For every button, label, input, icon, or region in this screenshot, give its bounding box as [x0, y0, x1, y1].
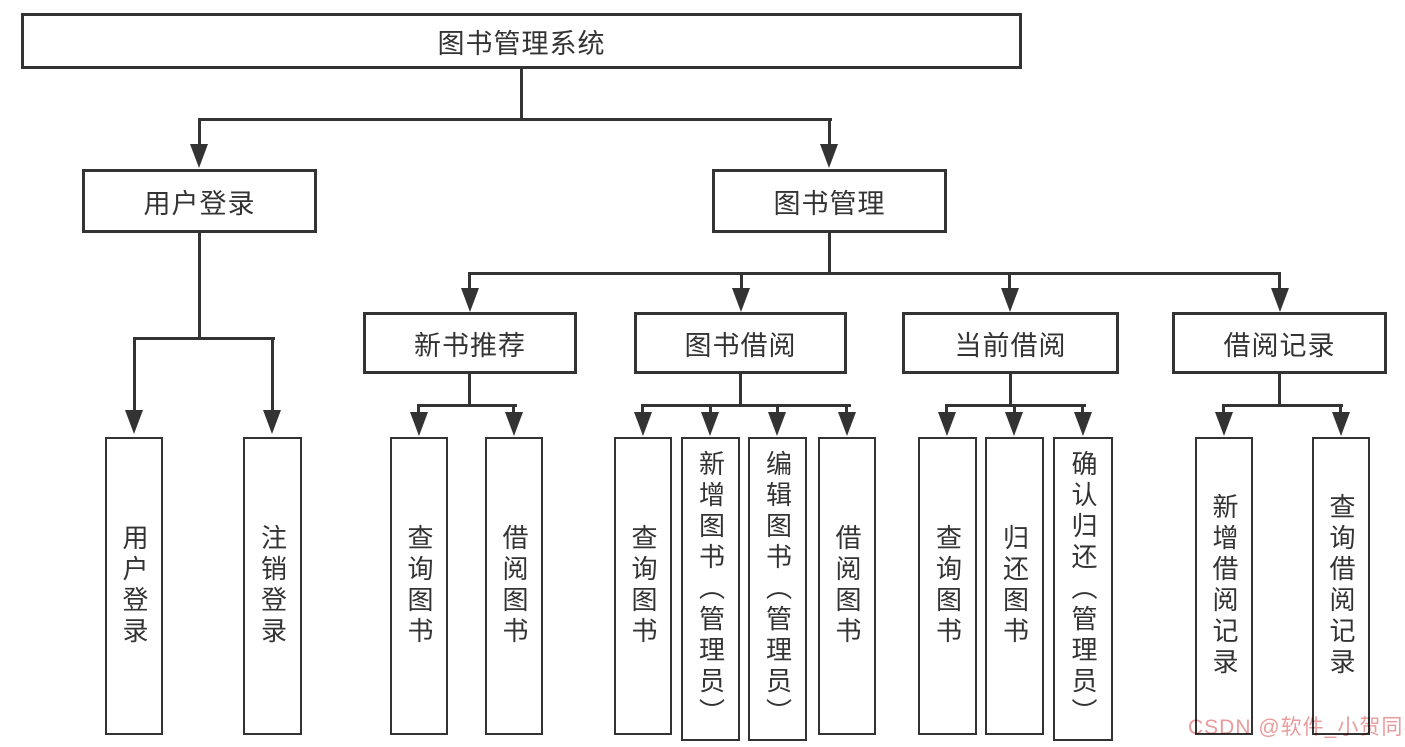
node-root: 图书管理系统 [21, 13, 1022, 69]
connector-arrow [461, 288, 479, 312]
connector-arrow [1005, 412, 1023, 436]
node-user-login: 用户登录 [82, 169, 317, 233]
node-borrow-record-label: 借阅记录 [1223, 330, 1336, 361]
connector-arrow [938, 412, 956, 436]
connector-line [740, 272, 743, 292]
connector-line [1008, 272, 1011, 292]
connector-arrow [820, 144, 838, 168]
leaf-return-book-label: 归还图书 [999, 524, 1030, 648]
connector-arrow [1074, 412, 1092, 436]
connector-line [1339, 404, 1342, 414]
connector-line [828, 118, 831, 148]
connector-arrow [1001, 288, 1019, 312]
leaf-user-login-label: 用户登录 [119, 524, 149, 648]
leaf-recommend-borrow-book-label: 借阅图书 [499, 524, 529, 648]
connector-line [469, 272, 1281, 275]
node-book-management: 图书管理 [712, 169, 947, 233]
connector-line [468, 272, 471, 292]
connector-arrow [768, 412, 786, 436]
connector-line [520, 69, 523, 121]
leaf-current-query-book: 查询图书 [918, 437, 977, 735]
leaf-query-borrow-record: 查询借阅记录 [1312, 437, 1370, 735]
leaf-add-borrow-record: 新增借阅记录 [1195, 437, 1253, 735]
connector-line [1222, 404, 1343, 407]
leaf-edit-book-admin-label: 编辑图书（管理员） [762, 449, 793, 729]
connector-arrow [190, 144, 208, 168]
node-new-book-recommend-label: 新书推荐 [414, 330, 526, 361]
node-root-label: 图书管理系统 [437, 28, 606, 59]
connector-line [641, 404, 851, 407]
connector-line [739, 374, 742, 407]
leaf-add-book-admin-label: 新增图书（管理员） [695, 449, 726, 729]
connector-line [133, 337, 136, 414]
leaf-confirm-return-admin-label: 确认归还（管理员） [1068, 449, 1098, 729]
connector-line [845, 404, 848, 414]
leaf-edit-book-admin: 编辑图书（管理员） [748, 437, 807, 741]
connector-line [1278, 272, 1281, 292]
node-current-borrow: 当前借阅 [902, 312, 1119, 374]
connector-line [1222, 404, 1225, 414]
connector-line [1013, 404, 1016, 414]
connector-line [198, 118, 832, 121]
leaf-add-borrow-record-label: 新增借阅记录 [1209, 493, 1239, 679]
connector-arrow [732, 288, 750, 312]
connector-line [709, 404, 712, 414]
leaf-add-book-admin: 新增图书（管理员） [681, 437, 740, 741]
connector-line [945, 404, 948, 414]
leaf-query-borrow-record-label: 查询借阅记录 [1326, 493, 1356, 679]
connector-arrow [505, 412, 523, 436]
connector-line [198, 118, 201, 148]
leaf-logout: 注销登录 [243, 437, 302, 735]
connector-line [417, 404, 517, 407]
connector-arrow [701, 412, 719, 436]
connector-line [828, 233, 831, 274]
leaf-return-book: 归还图书 [985, 437, 1044, 735]
node-borrow-record: 借阅记录 [1172, 312, 1387, 374]
connector-line [1278, 374, 1281, 407]
leaf-recommend-query-book: 查询图书 [390, 437, 448, 735]
connector-arrow [1332, 412, 1350, 436]
leaf-recommend-borrow-book: 借阅图书 [485, 437, 543, 735]
connector-line [641, 404, 644, 414]
leaf-logout-label: 注销登录 [257, 524, 288, 648]
connector-arrow [838, 412, 856, 436]
leaf-confirm-return-admin: 确认归还（管理员） [1053, 437, 1113, 741]
leaf-borrow-book-label: 借阅图书 [832, 524, 862, 648]
node-book-borrow-label: 图书借阅 [684, 330, 797, 361]
leaf-recommend-query-book-label: 查询图书 [404, 524, 434, 648]
connector-arrow [634, 412, 652, 436]
node-book-management-label: 图书管理 [773, 188, 886, 219]
leaf-borrow-query-book-label: 查询图书 [628, 524, 658, 648]
connector-arrow [263, 410, 281, 434]
connector-line [271, 337, 274, 414]
watermark: CSDN @软件_小贺同学 [1188, 716, 1405, 739]
leaf-borrow-query-book: 查询图书 [614, 437, 672, 735]
connector-line [133, 337, 275, 340]
node-user-login-label: 用户登录 [143, 188, 256, 219]
connector-arrow [1271, 288, 1289, 312]
connector-line [1009, 374, 1012, 407]
connector-line [512, 404, 515, 414]
connector-line [776, 404, 779, 414]
connector-arrow [1215, 412, 1233, 436]
connector-line [417, 404, 420, 414]
connector-arrow [410, 412, 428, 436]
connector-line [1081, 404, 1084, 414]
node-book-borrow: 图书借阅 [634, 312, 847, 374]
leaf-current-query-book-label: 查询图书 [932, 524, 963, 648]
node-current-borrow-label: 当前借阅 [954, 330, 1067, 361]
leaf-borrow-book: 借阅图书 [818, 437, 876, 735]
connector-line [198, 233, 201, 340]
connector-line [468, 374, 471, 407]
leaf-user-login: 用户登录 [105, 437, 163, 735]
connector-arrow [125, 410, 143, 434]
node-new-book-recommend: 新书推荐 [363, 312, 577, 374]
